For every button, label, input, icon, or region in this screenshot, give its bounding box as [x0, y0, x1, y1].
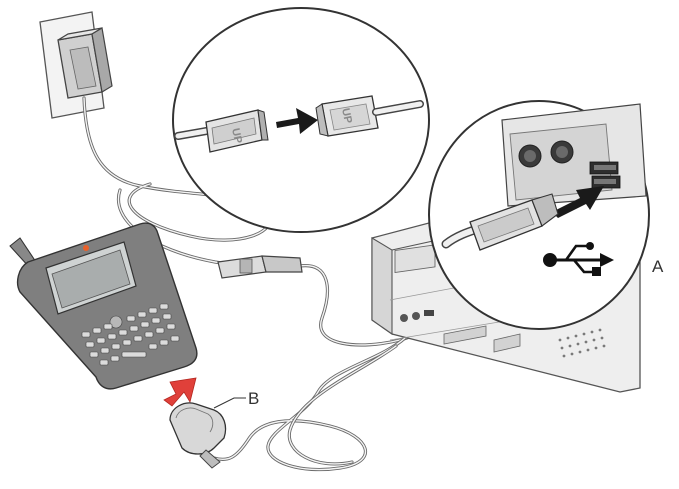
callout-a-label: A	[652, 257, 664, 276]
callout-a: A	[652, 257, 664, 276]
zoom-callout-usb	[429, 101, 649, 329]
callout-b: B	[214, 389, 259, 408]
zoom-callout-connector: UP UP	[173, 8, 429, 232]
inline-power-connector	[218, 256, 302, 278]
callout-b-label: B	[248, 389, 259, 408]
ac-adapter	[58, 28, 112, 98]
device-arrow-icon	[164, 378, 196, 406]
